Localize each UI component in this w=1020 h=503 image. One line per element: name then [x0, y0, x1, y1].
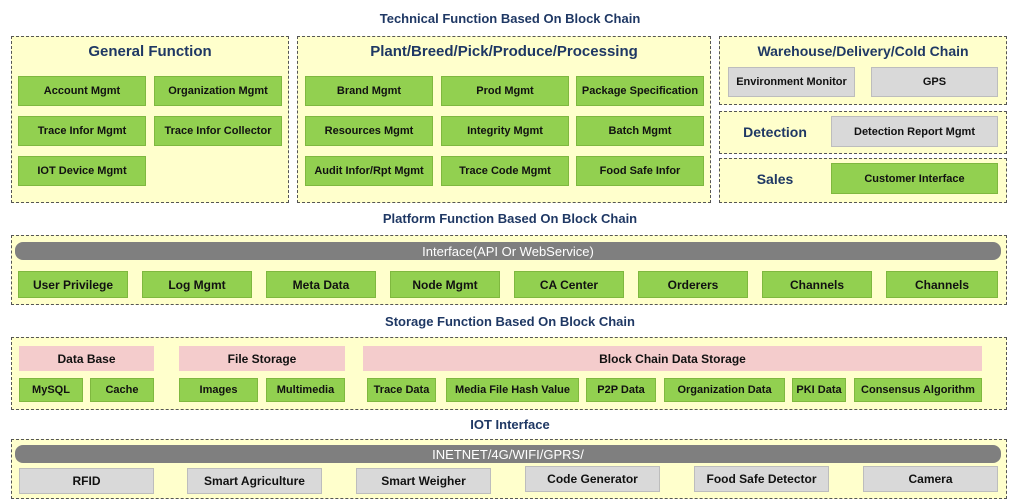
brand-mgmt-box: Brand Mgmt: [305, 76, 433, 106]
cache-box: Cache: [90, 378, 154, 402]
account-mgmt-box: Account Mgmt: [18, 76, 146, 106]
code-generator-box: Code Generator: [525, 466, 660, 492]
food-safe-infor-box: Food Safe Infor: [576, 156, 704, 186]
network-bar: INETNET/4G/WIFI/GPRS/: [15, 445, 1001, 463]
smart-agriculture-box: Smart Agriculture: [187, 468, 322, 494]
batch-mgmt-box: Batch Mgmt: [576, 116, 704, 146]
environment-monitor-box: Environment Monitor: [728, 67, 855, 97]
interface-bar: Interface(API Or WebService): [15, 242, 1001, 260]
images-box: Images: [179, 378, 258, 402]
multimedia-box: Multimedia: [266, 378, 345, 402]
trace-infor-mgmt-box: Trace Infor Mgmt: [18, 116, 146, 146]
package-specification-box: Package Specification: [576, 76, 704, 106]
gps-box: GPS: [871, 67, 998, 97]
smart-weigher-box: Smart Weigher: [356, 468, 491, 494]
block-chain-data-storage-header: Block Chain Data Storage: [363, 346, 982, 371]
platform-section-title: Platform Function Based On Block Chain: [382, 211, 638, 226]
organization-mgmt-box: Organization Mgmt: [154, 76, 282, 106]
technical-section-title: Technical Function Based On Block Chain: [379, 11, 641, 26]
iot-section-title: IOT Interface: [470, 417, 550, 432]
data-base-header: Data Base: [19, 346, 154, 371]
mysql-box: MySQL: [19, 378, 83, 402]
media-file-hash-value-box: Media File Hash Value: [446, 378, 579, 402]
pki-data-box: PKI Data: [792, 378, 846, 402]
resources-mgmt-box: Resources Mgmt: [305, 116, 433, 146]
ca-center-box: CA Center: [514, 271, 624, 298]
detection-report-mgmt-box: Detection Report Mgmt: [831, 116, 998, 147]
meta-data-box: Meta Data: [266, 271, 376, 298]
warehouse-title: Warehouse/Delivery/Cold Chain: [757, 43, 969, 59]
trace-data-box: Trace Data: [367, 378, 436, 402]
file-storage-header: File Storage: [179, 346, 345, 371]
food-safe-detector-box: Food Safe Detector: [694, 466, 829, 492]
log-mgmt-box: Log Mgmt: [142, 271, 252, 298]
detection-title: Detection: [743, 124, 807, 140]
trace-code-mgmt-box: Trace Code Mgmt: [441, 156, 569, 186]
orderers-box: Orderers: [638, 271, 748, 298]
integrity-mgmt-box: Integrity Mgmt: [441, 116, 569, 146]
node-mgmt-box: Node Mgmt: [390, 271, 500, 298]
audit-infor-rpt-mgmt-box: Audit Infor/Rpt Mgmt: [305, 156, 433, 186]
trace-infor-collector-box: Trace Infor Collector: [154, 116, 282, 146]
organization-data-box: Organization Data: [664, 378, 785, 402]
sales-title: Sales: [756, 171, 794, 187]
camera-box: Camera: [863, 466, 998, 492]
p2p-data-box: P2P Data: [586, 378, 656, 402]
storage-section-title: Storage Function Based On Block Chain: [385, 314, 635, 329]
rfid-box: RFID: [19, 468, 154, 494]
channels-box: Channels: [762, 271, 872, 298]
user-privilege-box: User Privilege: [18, 271, 128, 298]
consensus-algorithm-box: Consensus Algorithm: [854, 378, 982, 402]
general-function-title: General Function: [88, 43, 212, 60]
plant-breed-title: Plant/Breed/Pick/Produce/Processing: [370, 43, 638, 60]
prod-mgmt-box: Prod Mgmt: [441, 76, 569, 106]
customer-interface-box: Customer Interface: [831, 163, 998, 194]
channels-box-2: Channels: [886, 271, 998, 298]
iot-device-mgmt-box: IOT Device Mgmt: [18, 156, 146, 186]
